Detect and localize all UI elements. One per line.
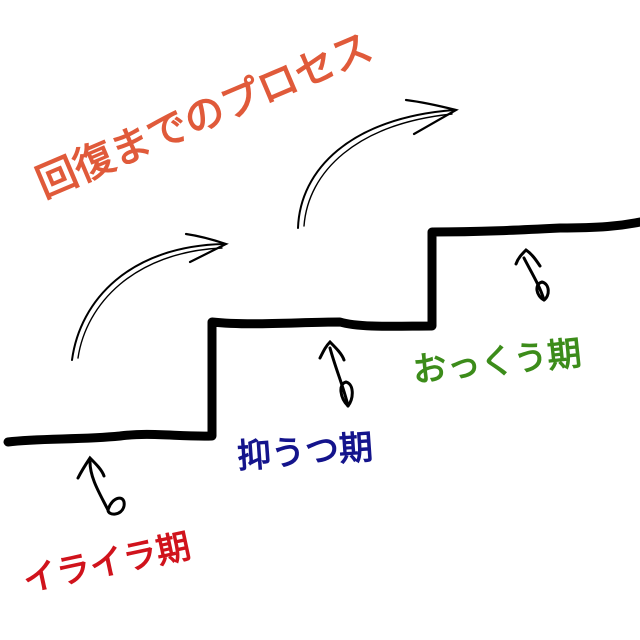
progress-arrow-1 (71, 232, 229, 361)
staircase-line (3, 217, 640, 447)
stage-label-iraira: イライラ期 (20, 526, 195, 600)
pointer-arrow-okkuu (514, 248, 550, 302)
pointer-arrow-yokuutsu (318, 339, 354, 408)
progress-arrow-2 (297, 98, 459, 229)
diagram-title: 回復までのプロセス (30, 24, 379, 207)
stage-label-yokuutsu: 抑うつ期 (236, 428, 374, 477)
stage-label-okkuu: おっくう期 (411, 333, 584, 390)
pointer-arrow-iraira (76, 455, 126, 516)
